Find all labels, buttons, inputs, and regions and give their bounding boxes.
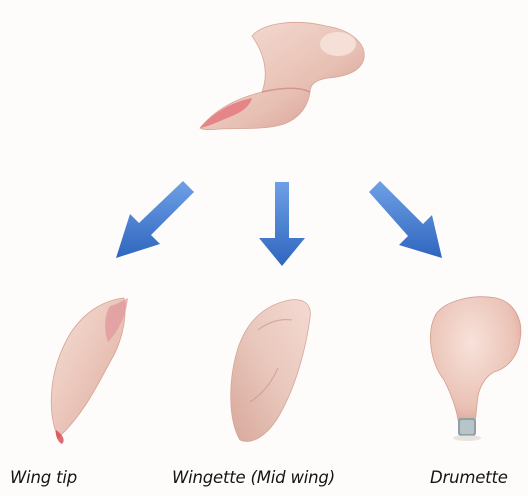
wingette-icon [231,300,311,442]
arrow-down-right-icon [369,181,442,258]
arrow-down-left-icon [116,181,194,258]
whole-chicken-wing-icon [200,22,364,129]
drumette-label: Drumette [430,468,508,487]
wing-tip-label: Wing tip [10,468,77,487]
drumette-shadow [453,435,481,441]
wingette-label: Wingette (Mid wing) [172,468,335,487]
wing-tip-icon [51,298,128,444]
arrow-down-icon [259,182,305,266]
drumette-icon [430,297,520,436]
